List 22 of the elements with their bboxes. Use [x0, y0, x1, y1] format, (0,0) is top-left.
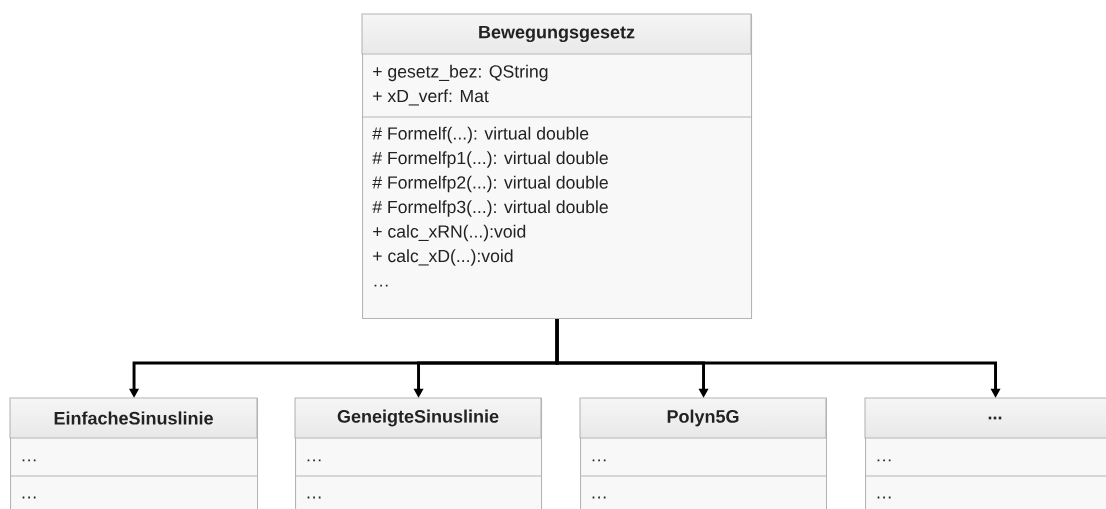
member-text: # Formelfp1(...): virtual double	[372, 151, 608, 168]
member-text: + calc_xD(...):void	[373, 249, 513, 266]
class-name: ...	[988, 416, 1002, 420]
member-text: …	[307, 496, 321, 499]
member-text: + xD_verf: Mat	[373, 89, 489, 106]
member-text: + calc_xRN(...):void	[373, 224, 526, 242]
member-text: # Formelfp2(...): virtual double	[372, 175, 608, 193]
member-text: …	[877, 496, 891, 499]
member-text: …	[592, 459, 606, 462]
member-text: …	[22, 459, 36, 462]
member-text: # Formelf(...): virtual double	[372, 126, 589, 144]
member-text: …	[877, 459, 891, 462]
member-text: …	[374, 284, 388, 287]
member-text: + gesetz_bez: QString	[373, 64, 548, 82]
class-name: EinfacheSinuslinie	[54, 411, 213, 425]
member-text: …	[592, 496, 606, 499]
class-name: Polyn5G	[667, 409, 739, 427]
member-text: …	[22, 496, 36, 499]
class-name: GeneigteSinuslinie	[337, 409, 499, 427]
member-text: # Formelfp3(...): virtual double	[372, 200, 608, 217]
member-text: …	[307, 459, 321, 462]
class-name: Bewegungsgesetz	[479, 25, 635, 43]
